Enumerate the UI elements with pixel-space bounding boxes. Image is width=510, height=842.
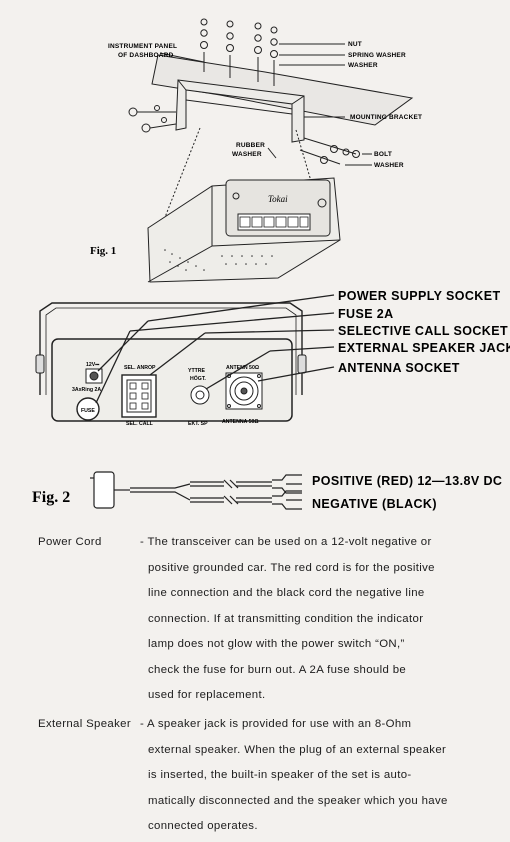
desc-external-speaker: - A speaker jack is provided for use wit… — [140, 712, 493, 840]
callout-external-speaker-jack: EXTERNAL SPEAKER JACK — [338, 341, 510, 355]
term-power-cord: Power Cord — [38, 536, 102, 548]
section-external-speaker: External Speaker - A speaker jack is pro… — [0, 712, 510, 842]
callout-negative: NEGATIVE (BLACK) — [312, 497, 437, 511]
desc-line: line connection and the black cord the n… — [148, 587, 425, 599]
callout-positive: POSITIVE (RED) 12—13.8V DC — [312, 474, 502, 488]
desc-line: - The transceiver can be used on a 12-vo… — [140, 536, 432, 548]
callout-washer: WASHER — [348, 62, 378, 69]
desc-line: matically disconnected and the speaker w… — [148, 794, 448, 807]
panel-label-sel-call: SEL. CALL — [126, 421, 154, 427]
panel-label-antenn: ANTENN 50Ω — [226, 365, 259, 371]
rear-panel-diagram: 12V⎓ 3AxRing 2A FUSE SEL. ANROP SEL. CAL… — [35, 289, 510, 427]
instructions-text: Power Cord - The transceiver can be used… — [0, 530, 510, 842]
panel-label-power: 12V⎓ — [86, 362, 100, 368]
panel-label-antenna: ANTENNA 50Ω — [222, 419, 259, 425]
brand-logo-text: Tokai — [268, 194, 288, 204]
callout-nut: NUT — [348, 41, 362, 48]
callout-selective-call-socket: SELECTIVE CALL SOCKET — [338, 324, 508, 338]
desc-line: is inserted, the built-in speaker of the… — [148, 769, 412, 781]
callout-fuse: FUSE 2A — [338, 307, 394, 321]
desc-line: lamp does not glow with the power switch… — [148, 638, 405, 650]
callout-rubber-washer-2: WASHER — [232, 151, 262, 158]
callout-power-supply-socket: POWER SUPPLY SOCKET — [338, 289, 501, 303]
fig2-power-cord-diagram: Fig. 2 POSITIVE (RED) 12—13.8V DC NEGATI… — [32, 471, 502, 511]
desc-line: connected operates. — [148, 820, 258, 832]
callout-antenna-socket: ANTENNA SOCKET — [338, 361, 460, 375]
term-external-speaker: External Speaker — [38, 718, 131, 730]
section-power-cord: Power Cord - The transceiver can be used… — [0, 530, 510, 712]
desc-line: connection. If at transmitting condition… — [148, 612, 424, 625]
panel-label-fuse-cap: FUSE — [81, 408, 95, 414]
panel-label-fuse: 3AxRing 2A — [72, 387, 101, 393]
callout-rubber-washer-1: RUBBER — [236, 142, 265, 149]
desc-line: positive grounded car. The red cord is f… — [148, 561, 435, 574]
desc-power-cord: - The transceiver can be used on a 12-vo… — [140, 530, 493, 709]
callout-bolt: BOLT — [374, 151, 392, 158]
callout-spring-washer: SPRING WASHER — [348, 52, 406, 59]
callout-instrument-panel-1: INSTRUMENT PANEL — [108, 43, 177, 50]
panel-label-ekt-sp: EKT. SP — [188, 421, 208, 427]
panel-label-sel-anrop: SEL. ANROP — [124, 365, 156, 371]
panel-label-hogt: HÖGT. — [190, 375, 206, 382]
callout-bolt-washer: WASHER — [374, 162, 404, 169]
desc-line: used for replacement. — [148, 689, 266, 701]
desc-line: check the fuse for burn out. A 2A fuse s… — [148, 663, 407, 676]
callout-instrument-panel-2: OF DASHBOARD — [118, 52, 174, 59]
callout-mounting-bracket: MOUNTING BRACKET — [350, 114, 422, 121]
fig1-mounting-diagram: INSTRUMENT PANEL OF DASHBOARD NUT SPRING… — [90, 18, 422, 283]
desc-line: external speaker. When the plug of an ex… — [148, 743, 447, 756]
fig2-label: Fig. 2 — [32, 489, 70, 506]
desc-line: - A speaker jack is provided for use wit… — [140, 718, 412, 730]
panel-label-yttre: YTTRE — [188, 368, 206, 374]
fig1-label: Fig. 1 — [90, 245, 116, 257]
